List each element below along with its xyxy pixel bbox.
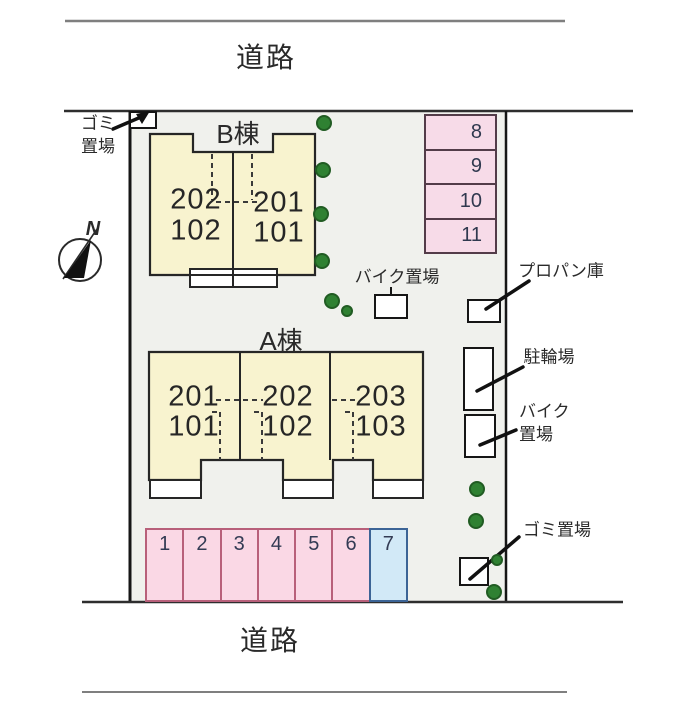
parking-stall: 6 bbox=[331, 528, 371, 602]
room-label: 101 bbox=[168, 410, 220, 443]
bicycle-parking-label: 駐輪場 bbox=[523, 347, 575, 367]
road-label-bottom: 道路 bbox=[239, 625, 301, 656]
parking-stall: 3 bbox=[219, 528, 259, 602]
trash-top-arrowhead bbox=[136, 111, 150, 124]
room-label: 202 bbox=[170, 183, 222, 216]
road-label-top: 道路 bbox=[235, 42, 297, 73]
room-label: 202 bbox=[262, 380, 314, 413]
parking-stall: 11 bbox=[424, 217, 497, 254]
parking-stall: 1 bbox=[145, 528, 185, 602]
tree-dot-icon bbox=[486, 584, 502, 600]
parking-stall: 8 bbox=[424, 114, 497, 151]
room-label: 101 bbox=[253, 216, 305, 249]
building-a-name: A棟 bbox=[259, 326, 303, 356]
propane-label: プロパン庫 bbox=[518, 261, 604, 281]
bicycle-parking-box bbox=[463, 347, 494, 411]
bike-area-label-center: バイク置場 bbox=[354, 267, 440, 287]
tree-dot-icon bbox=[316, 115, 332, 131]
trash-area-label-top: ゴミ 置場 bbox=[81, 114, 115, 156]
parking-row-bottom: 1 2 3 4 5 6 7 bbox=[145, 528, 408, 602]
room-label: 201 bbox=[168, 380, 220, 413]
parking-stall: 2 bbox=[182, 528, 222, 602]
bike-box-center bbox=[374, 294, 408, 319]
building-b-name: B棟 bbox=[216, 119, 260, 149]
parking-stall: 4 bbox=[256, 528, 297, 602]
building-a-balcony-2 bbox=[282, 479, 334, 499]
room-label: 203 bbox=[355, 380, 407, 413]
tree-dot-icon bbox=[341, 305, 353, 317]
tree-dot-icon bbox=[324, 293, 340, 309]
trash-top-leader-line bbox=[111, 115, 143, 131]
building-a-stair-dashes bbox=[212, 399, 358, 460]
room-label: 102 bbox=[170, 214, 222, 247]
parking-stall: 9 bbox=[424, 148, 497, 185]
tree-dot-icon bbox=[314, 253, 330, 269]
tree-dot-icon bbox=[468, 513, 484, 529]
parking-stall: 10 bbox=[424, 183, 497, 220]
trash-area-label-bottom: ゴミ置場 bbox=[523, 520, 591, 540]
room-label: 201 bbox=[253, 186, 305, 219]
compass-north-label: N bbox=[85, 218, 101, 240]
tree-dot-icon bbox=[315, 162, 331, 178]
building-a-balcony-3 bbox=[372, 479, 424, 499]
tree-dot-icon bbox=[469, 481, 485, 497]
bike-box-right bbox=[464, 414, 496, 458]
parking-stall: 5 bbox=[294, 528, 334, 602]
room-label: 102 bbox=[262, 410, 314, 443]
tree-dot-icon bbox=[491, 554, 503, 566]
propane-leader-line bbox=[484, 279, 531, 311]
tree-dots bbox=[313, 115, 503, 600]
tree-dot-icon bbox=[313, 206, 329, 222]
bike-right-leader-line bbox=[478, 428, 518, 447]
building-b-stair-dashes bbox=[211, 154, 258, 203]
building-a-balcony-1 bbox=[149, 479, 202, 499]
parking-column-right: 8 9 10 11 bbox=[424, 114, 497, 254]
bicycle-leader-line bbox=[475, 365, 525, 393]
room-label: 103 bbox=[355, 410, 407, 443]
north-compass-icon bbox=[58, 228, 102, 282]
bike-area-label-right: バイク 置場 bbox=[519, 402, 570, 444]
trash-box-bottom bbox=[459, 557, 489, 586]
parking-stall: 7 bbox=[368, 528, 408, 602]
